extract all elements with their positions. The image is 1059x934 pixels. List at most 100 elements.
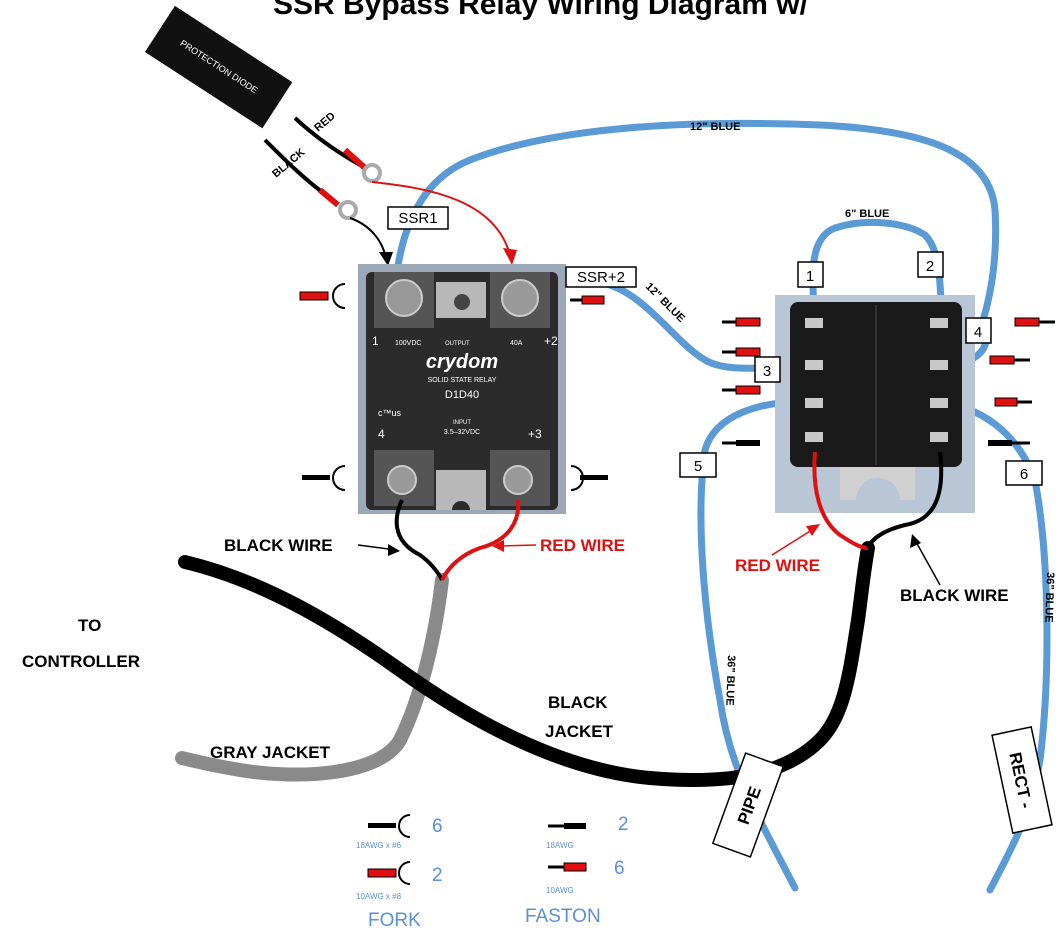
diode-body [144, 5, 293, 129]
ssr-terminal-1-label: 1 [372, 334, 379, 348]
ssr-terminal-3-screw [503, 465, 533, 495]
svg-text:6: 6 [1020, 466, 1028, 483]
ssr-input-label: INPUT [453, 420, 471, 426]
svg-text:4: 4 [974, 324, 982, 341]
ssr-output-voltage: 100VDC [395, 340, 421, 347]
ssr-brand: crydom [426, 351, 498, 373]
ssr-input-range: 3.5–32VDC [444, 429, 480, 436]
label-black-jacket-line2: JACKET [545, 722, 614, 741]
red-diode-arrowhead [503, 248, 517, 265]
pin-6: 6 [1005, 460, 1043, 486]
label-black-jacket-line1: BLACK [548, 693, 608, 712]
ssr-mounting-tab-bottom [436, 470, 486, 510]
ssr-subtitle: SOLID STATE RELAY [428, 377, 497, 384]
ssr-black-lead [394, 499, 444, 581]
pin-3: 3 [754, 356, 781, 383]
fork-black-icon-2 [570, 465, 608, 491]
legend-faston-black: 2 18AWG [546, 814, 629, 850]
diode-red-sleeve [342, 147, 368, 171]
relay-black-lead [866, 451, 944, 549]
tag-ssr1-text: SSR1 [398, 210, 437, 227]
relay-red-lead [812, 451, 869, 550]
faston-red-icon-4 [722, 385, 761, 395]
ssr-mount-hole-top [454, 294, 470, 310]
tag-ssr2: SSR+2 [565, 266, 637, 288]
tag-pipe: PIPE [711, 752, 785, 858]
pin-1: 1 [797, 261, 824, 288]
red-diode-arrow [371, 181, 511, 256]
diode-black-fork-terminal [338, 200, 358, 220]
faston-black-icon [722, 440, 760, 446]
ssr-terminal-4-screw [387, 465, 417, 495]
ssr-output-current: 40A [510, 340, 523, 347]
ssr-red-lead [440, 499, 521, 581]
fork-red-icon [299, 283, 346, 309]
diagram-title: SSR Bypass Relay Wiring Diagram w/ [273, 0, 809, 21]
faston-red-icon-6 [989, 355, 1030, 365]
relay-mounting-tab [840, 467, 915, 500]
label-red-wire-right: RED WIRE [735, 556, 820, 575]
protection-diode: PROTECTION DIODE RED BLACK [144, 5, 382, 220]
arrowhead-red-wire-left [492, 540, 504, 552]
fork-black-icon [302, 465, 346, 491]
diode-red-fork-terminal [362, 163, 382, 183]
tag-ssr1: SSR1 [387, 206, 449, 230]
arrow-red-wire-left [497, 544, 537, 547]
gray-jacket-cable [175, 573, 449, 782]
legend-fork-red-count: 2 [432, 865, 443, 886]
pin-2: 2 [917, 251, 944, 278]
label-to-controller-line1: TO [78, 616, 101, 635]
black-jacket-cable [178, 541, 875, 787]
svg-text:1: 1 [806, 268, 814, 285]
diode-black-sleeve [318, 187, 340, 208]
legend-faston-red-count: 6 [614, 858, 625, 879]
pin-5: 5 [679, 452, 717, 478]
legend-faston-black-spec: 18AWG [546, 841, 574, 850]
legend-fork-black-spec: 18AWG x #6 [356, 841, 402, 850]
ssr-terminal-4-label: 4 [378, 427, 385, 441]
label-gray-jacket: GRAY JACKET [210, 743, 331, 762]
legend: 6 18AWG x #6 2 10AWG x #8 FORK 2 18AWG 6… [356, 814, 629, 931]
legend-fork-red-spec: 10AWG x #8 [356, 892, 402, 901]
legend-fork-caption: FORK [368, 910, 421, 931]
faston-red-icon-2 [722, 317, 761, 327]
label-36-blue-left: 36" BLUE [723, 655, 737, 706]
label-black-wire-left: BLACK WIRE [224, 536, 333, 555]
svg-text:3: 3 [763, 363, 771, 380]
solid-state-relay: 1 +2 100VDC OUTPUT 40A crydom SOLID STAT… [358, 264, 566, 514]
label-12-blue-side: 12" BLUE [643, 281, 687, 325]
legend-fork-black: 6 18AWG x #6 [356, 814, 443, 850]
arrow-red-wire-right [771, 527, 816, 556]
faston-red-icon [570, 295, 605, 305]
diode-red-lead-jacket [293, 116, 361, 167]
blue-wire-12-top [391, 119, 1000, 334]
tag-ssr2-text: SSR+2 [577, 269, 625, 286]
label-black-wire-right: BLACK WIRE [900, 586, 1009, 605]
faston-red-icon-3 [722, 347, 761, 357]
ssr-terminal-1-screw [385, 279, 423, 317]
label-36-blue-right: 36" BLUE [1042, 572, 1056, 623]
black-diode-arrowhead [379, 252, 393, 266]
svg-text:5: 5 [694, 458, 702, 475]
tag-rect: RECT - [991, 726, 1053, 834]
svg-text:2: 2 [926, 258, 934, 275]
legend-faston-red: 6 10AWG [546, 858, 625, 895]
ssr-output-label: OUTPUT [445, 341, 470, 347]
label-6-blue: 6" BLUE [845, 208, 889, 220]
bypass-relay [775, 295, 975, 513]
faston-red-icon-5 [1014, 317, 1055, 327]
legend-faston-caption: FASTON [525, 906, 601, 927]
ssr-terminal-2-screw [501, 279, 539, 317]
legend-fork-black-count: 6 [432, 816, 443, 837]
arrowhead-black-wire-right [910, 534, 921, 548]
faston-black-icon-2 [988, 440, 1030, 446]
ssr-terminal-3-label: +3 [528, 427, 542, 441]
terminal-icons [299, 283, 1055, 491]
ssr-model: D1D40 [445, 389, 479, 401]
pin-4: 4 [965, 317, 992, 344]
label-12-blue-top: 12" BLUE [690, 121, 740, 133]
arrowhead-black-wire-left [388, 544, 400, 556]
label-to-controller-line2: CONTROLLER [22, 652, 140, 671]
faston-red-icon-7 [994, 397, 1032, 407]
